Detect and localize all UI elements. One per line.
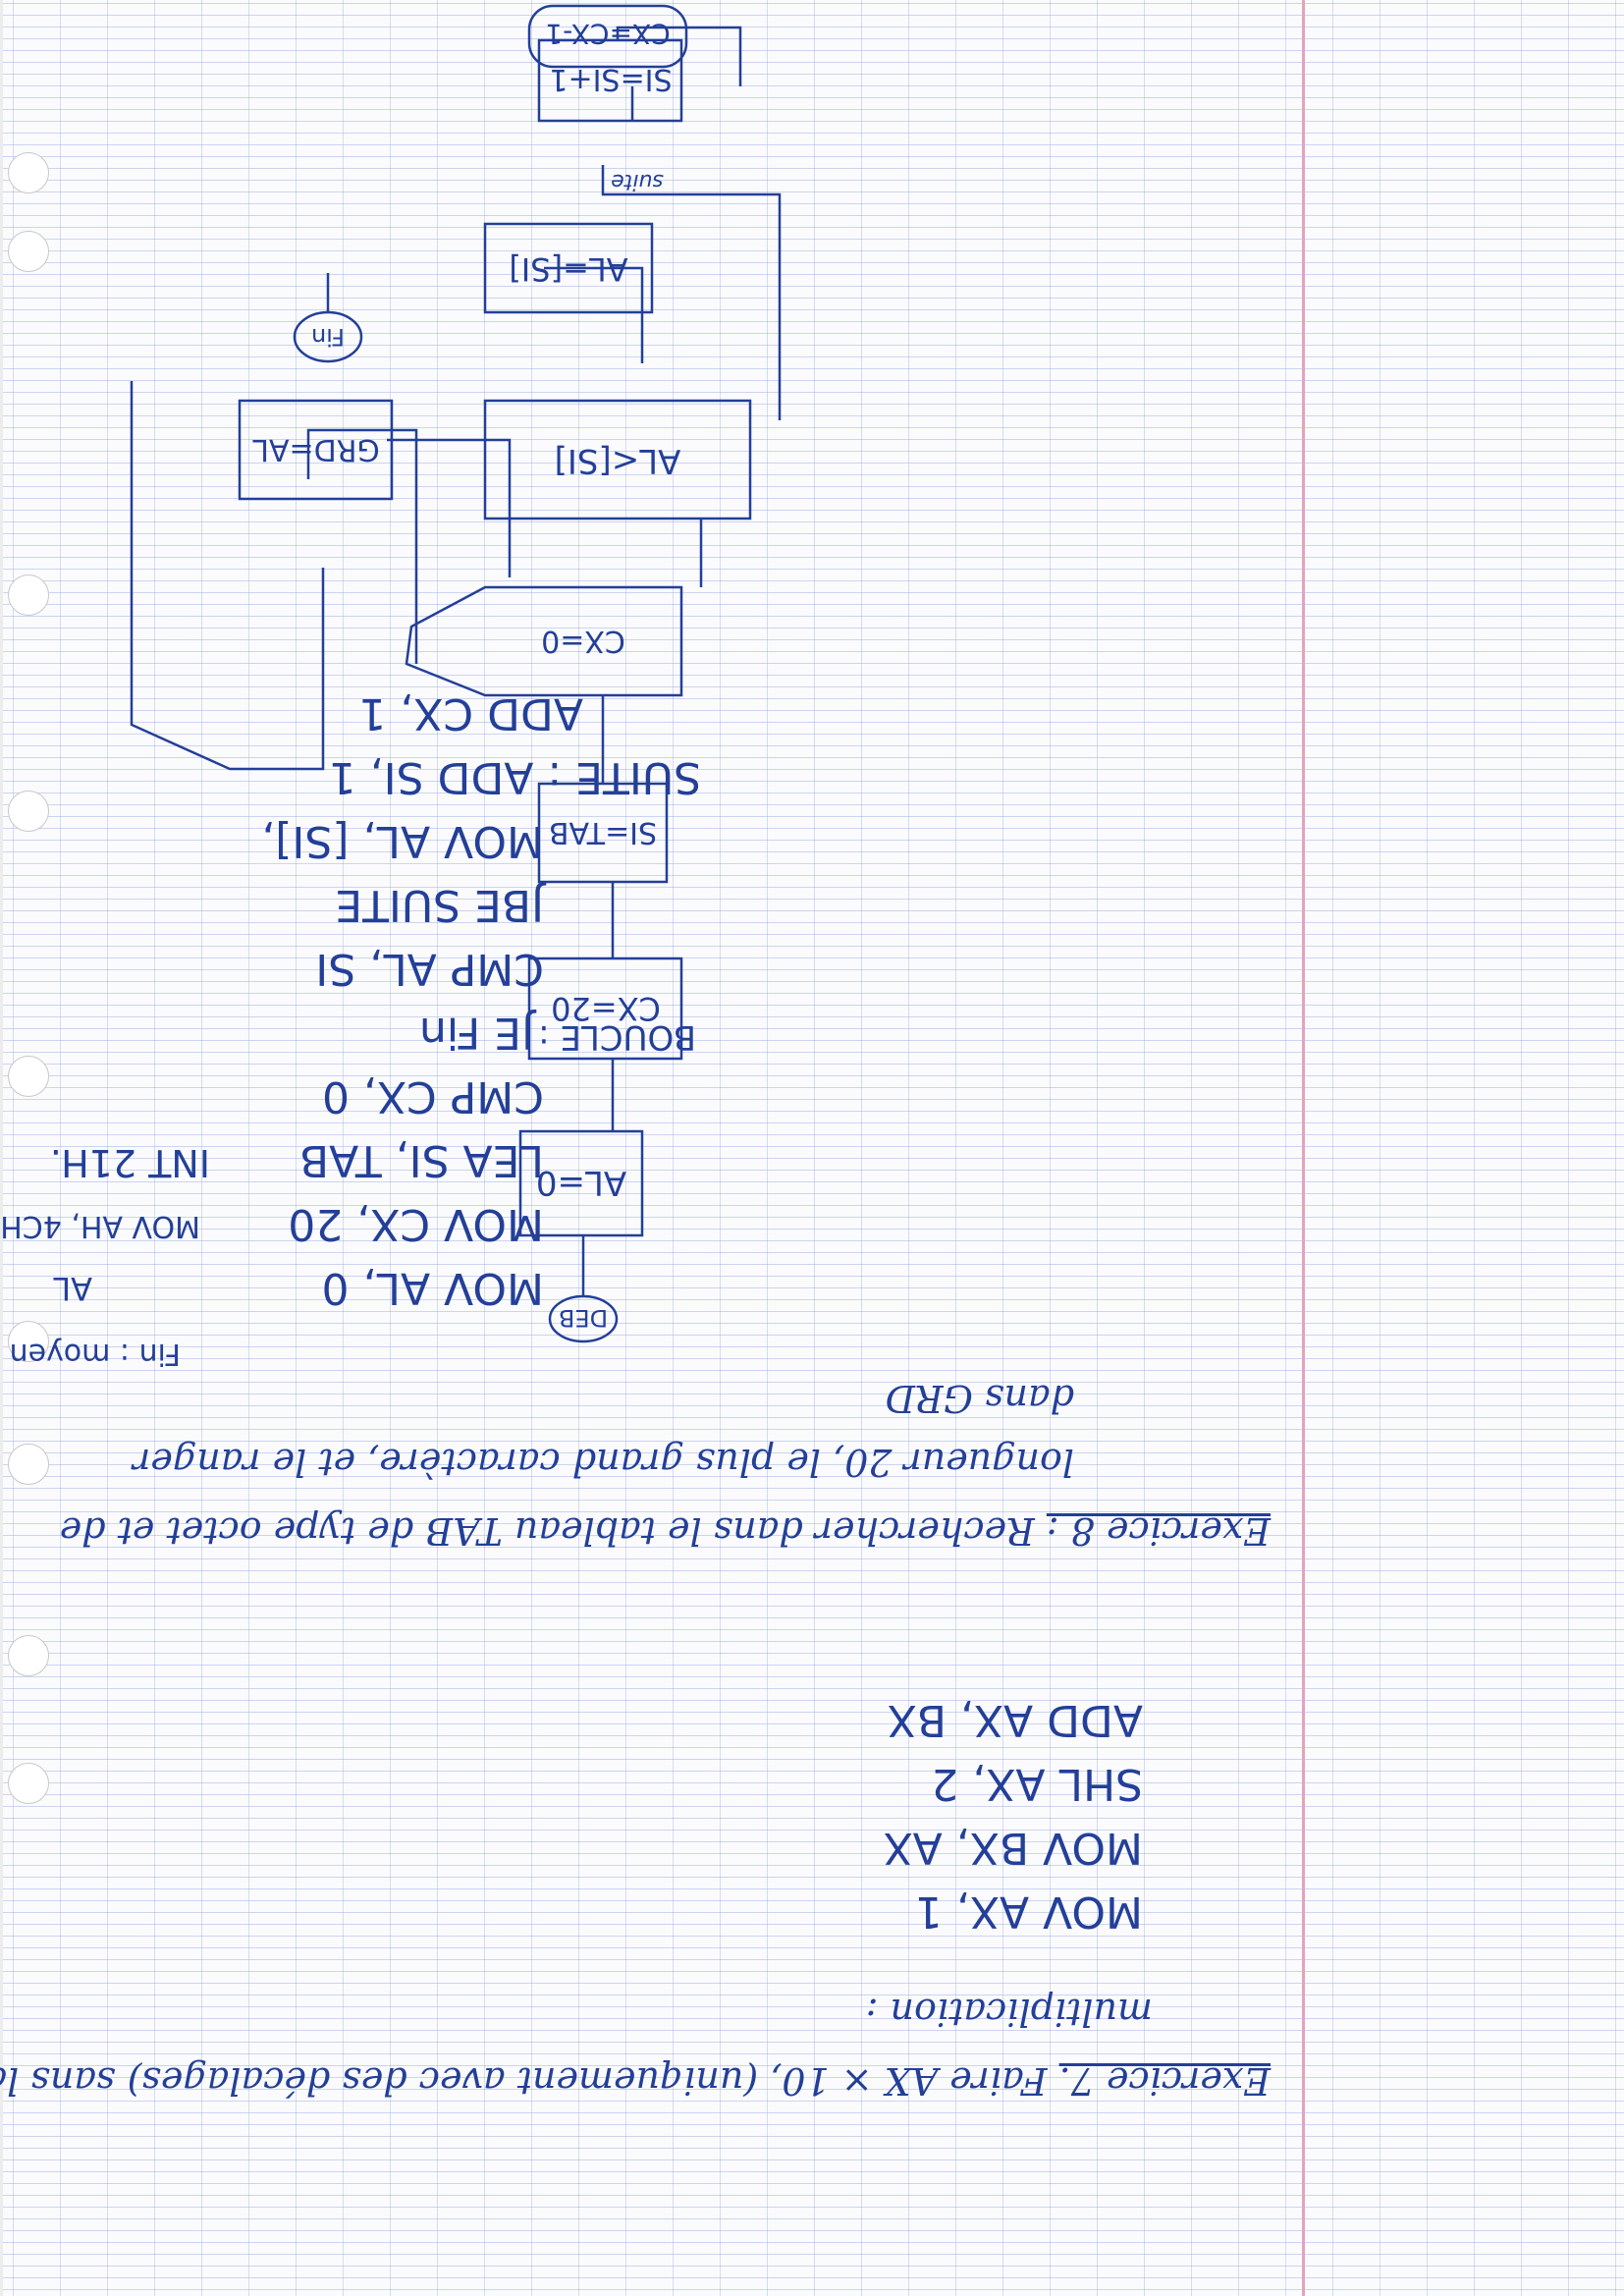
flow-increment-si-box [537, 38, 683, 123]
flow-assign-al-box [483, 222, 654, 314]
punch-hole [8, 791, 49, 832]
punch-hole [8, 231, 49, 272]
flow-branch-line [306, 428, 418, 664]
punch-hole [8, 1321, 49, 1362]
flow-next-label: suite [611, 169, 664, 193]
flow-init-al-label: AL=0 [536, 1163, 626, 1202]
flow-loop-back-line [616, 26, 742, 86]
flow-test-cx-decision [405, 585, 683, 697]
flow-store-box [238, 399, 394, 501]
flow-decrement-cx-label: CX=CX-1 [545, 18, 670, 50]
punch-hole [8, 1635, 49, 1676]
paper-left-edge [0, 0, 3, 2296]
flow-store-label: GRD=AL [252, 432, 380, 466]
flow-compare-label: AL<[SI] [555, 441, 681, 480]
flow-init-si-box [537, 782, 669, 884]
flow-init-si-label: SI=TAB [549, 815, 657, 849]
punch-hole [8, 574, 49, 616]
flow-start-label: DEB [559, 1304, 608, 1332]
flow-test-cx-label: CX=0 [541, 624, 625, 658]
punch-hole [8, 152, 49, 193]
flow-branch-line [387, 438, 512, 577]
flow-connector [130, 381, 325, 771]
flow-init-cx-label: CX=20 [551, 990, 661, 1027]
punch-hole [8, 1444, 49, 1485]
flow-end-label: Fin [311, 323, 345, 351]
flow-init-al-box [518, 1129, 644, 1237]
flow-merge-line [601, 165, 782, 420]
flow-assign-al-label: AL=[SI] [509, 250, 627, 288]
flow-end-node [293, 310, 363, 363]
flow-compare-box [483, 399, 752, 520]
flow-branch-line [544, 266, 644, 363]
punch-hole [8, 1763, 49, 1804]
flow-start-node [548, 1294, 619, 1343]
punch-hole [8, 1056, 49, 1097]
flow-init-cx-box [527, 957, 683, 1061]
flow-decrement-cx-box [527, 4, 688, 69]
